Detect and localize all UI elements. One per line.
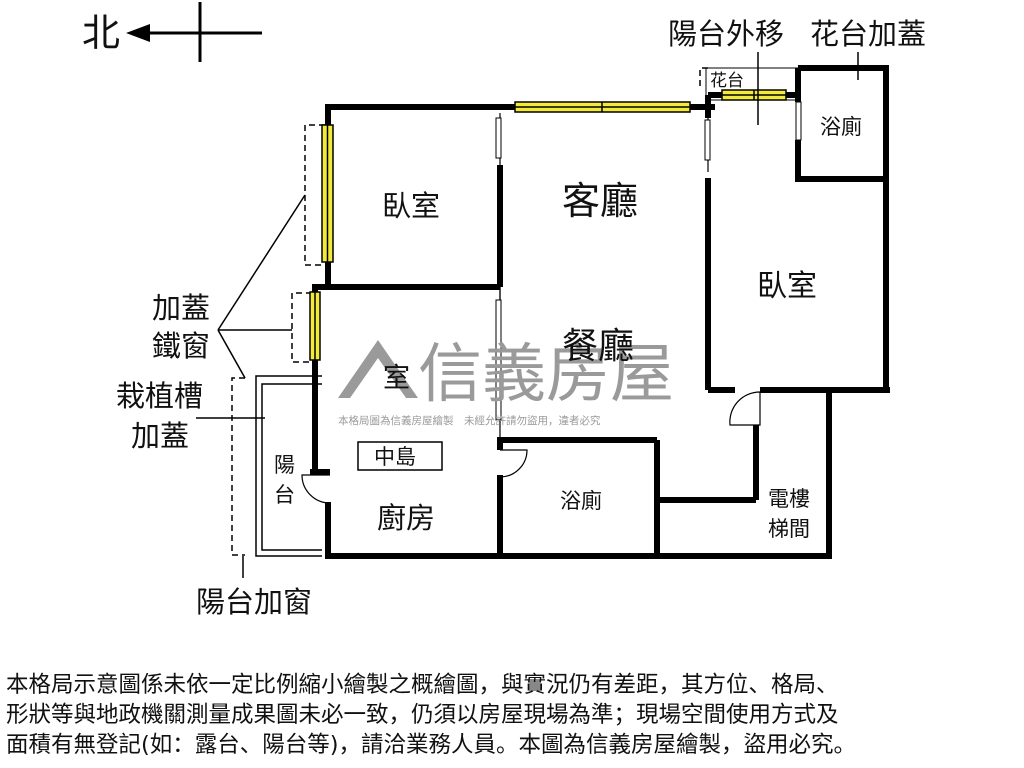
- room-dining: 餐廳: [562, 326, 634, 367]
- room-small: 室: [383, 363, 410, 394]
- note-balcony-moved: 陽台外移: [668, 17, 784, 51]
- note-planter-box-line2: 加蓋: [131, 419, 189, 453]
- note-balcony-window: 陽台加窗: [196, 585, 312, 619]
- room-kitchen: 廚房: [377, 501, 435, 535]
- note-cover-line1: 加蓋: [152, 291, 210, 325]
- floor-plan: 北: [82, 2, 926, 619]
- room-balcony-char1: 陽: [274, 453, 295, 477]
- note-planter-box-line1: 栽植槽: [116, 379, 203, 413]
- leader-lines: [196, 52, 859, 578]
- disclaimer: 本格局示意圖係未依一定比例縮小繪製之概繪圖，與實況仍有差距，其方位、格局、 形狀…: [6, 670, 1020, 760]
- room-balcony-char2: 台: [274, 483, 295, 507]
- walls: [310, 65, 890, 559]
- room-elevator-line2: 梯間: [768, 517, 810, 541]
- room-living: 客廳: [562, 179, 638, 223]
- sliding-door-right: [704, 119, 711, 161]
- sliding-door-bath: [795, 101, 802, 141]
- watermark-brand: 信義房屋: [418, 338, 674, 412]
- planter-box-outline: [255, 375, 322, 557]
- sliding-doors: [495, 101, 802, 421]
- sliding-door-living: [495, 117, 502, 159]
- sliding-door-dining: [495, 299, 502, 421]
- room-elevator-line1: 電樓: [768, 487, 810, 511]
- disclaimer-line-1: 本格局示意圖係未依一定比例縮小繪製之概繪圖，與實況仍有差距，其方位、格局、: [6, 672, 839, 698]
- island-label: 中島: [374, 445, 416, 469]
- watermark-line: 本格局圖為信義房屋繪製 未經允許請勿盜用，違者必究: [338, 414, 601, 427]
- room-bath-upper: 浴廁: [820, 115, 862, 139]
- north-label: 北: [82, 11, 120, 55]
- disclaimer-line-2: 形狀等與地政機關測量成果圖未必一致，仍須以房屋現場為準；現場空間使用方式及: [6, 702, 839, 728]
- room-bedroom-right: 臥室: [757, 269, 817, 304]
- north-arrow-icon: [126, 24, 150, 42]
- planter-label: 花台: [710, 71, 744, 91]
- room-bath-lower: 浴廁: [560, 489, 602, 513]
- windows: [309, 89, 787, 361]
- kitchen-island: [357, 441, 443, 471]
- room-bedroom-top: 臥室: [382, 189, 440, 223]
- note-planter-covered: 花台加蓋: [810, 17, 926, 51]
- swing-doors: [301, 391, 761, 504]
- watermark: 信義房屋 本格局圖為信義房屋繪製 未經允許請勿盜用，違者必究: [338, 338, 674, 427]
- disclaimer-line-3: 面積有無登記(如：露台、陽台等)，請洽業務人員。本圖為信義房屋繪製，盜用必究。: [6, 732, 857, 758]
- north-compass: 北: [82, 2, 262, 62]
- note-cover-line2: 鐵窗: [152, 329, 210, 363]
